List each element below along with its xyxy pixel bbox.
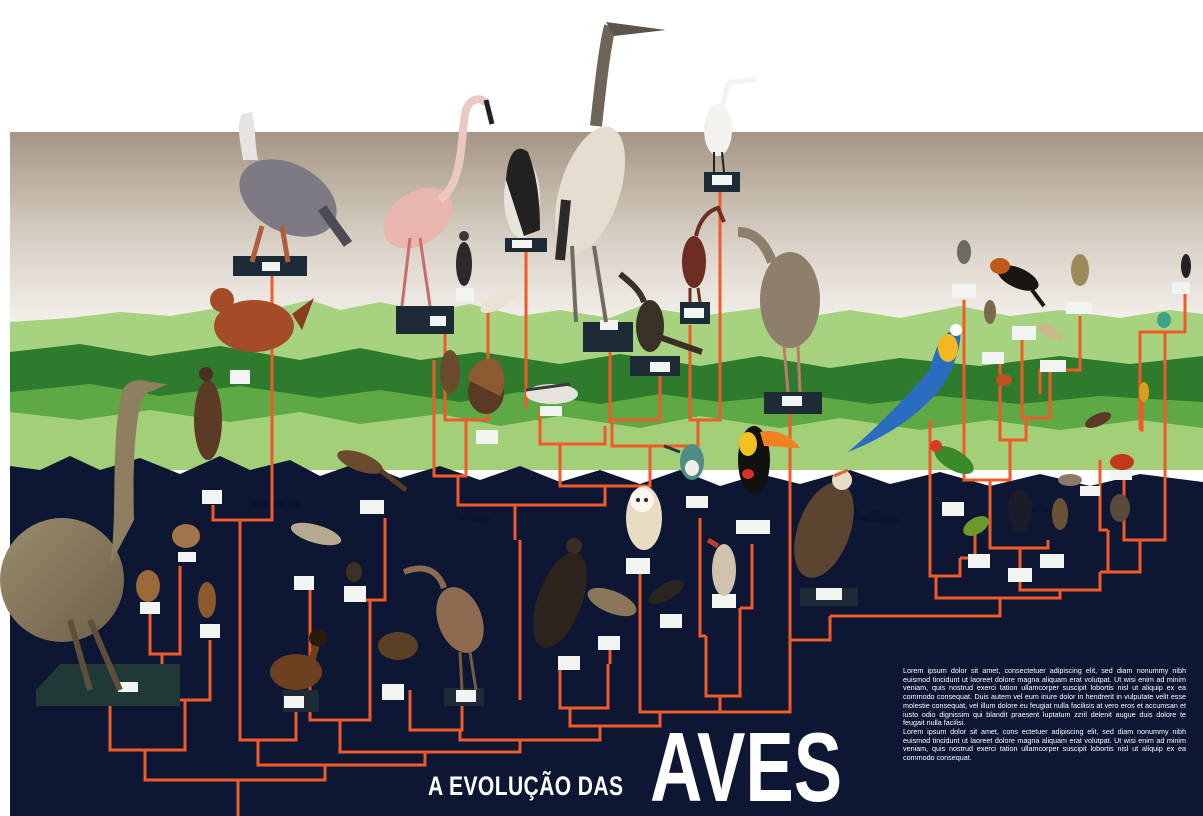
label-bird-13: [1080, 486, 1100, 496]
label-bird-10: [968, 554, 990, 568]
label-bird-5: [344, 586, 366, 602]
description-paragraph-2: Lorem ipsum dolor sit amet, cons ectetue…: [903, 728, 1186, 763]
label-tinamou-3: [200, 624, 220, 638]
label-song-3: [1012, 326, 1036, 340]
description-paragraph-1: Lorem ipsum dolor sit amet, consectetuer…: [903, 667, 1186, 728]
label-heron: [782, 396, 802, 406]
label-cormorant: [650, 362, 670, 372]
label-chicken: [230, 370, 250, 384]
label-song-5: [1066, 302, 1092, 314]
label-egret: [712, 175, 732, 185]
label-nightjar: [294, 576, 314, 590]
label-bird-14: [1110, 470, 1132, 480]
label-kingfisher: [686, 496, 708, 508]
label-guan: [202, 490, 222, 504]
label-limpkin: [456, 690, 476, 702]
title-main: AVES: [650, 718, 842, 816]
label-grebe: [456, 288, 474, 302]
label-song-4: [1040, 360, 1066, 372]
label-song-2: [982, 352, 1004, 364]
label-penguin: [512, 240, 532, 248]
label-tinamou-2: [178, 552, 196, 562]
label-woodpecker: [712, 594, 736, 608]
owl-icon: [626, 486, 662, 550]
plinth-rhea: [36, 664, 180, 706]
label-macaw: [942, 502, 964, 516]
label-hawk: [598, 636, 620, 650]
label-caracara: [816, 588, 842, 600]
label-bird-11: [1008, 568, 1032, 582]
label-bird-8: [660, 614, 682, 628]
label-ibis: [684, 308, 704, 318]
label-duck: [284, 696, 304, 708]
label-gull: [540, 406, 562, 416]
title-prefix-wrap: A EVOLUÇÃO DAS: [428, 726, 679, 806]
label-song-1: [952, 284, 976, 298]
label-tinamou-1: [140, 602, 160, 614]
label-vulture: [558, 656, 580, 670]
label-cuckoo: [360, 500, 384, 514]
label-stork: [600, 320, 618, 330]
title-prefix: A EVOLUÇÃO DAS: [428, 771, 623, 802]
label-owl: [626, 558, 650, 574]
label-sunbittern: [476, 430, 498, 444]
description-text: Lorem ipsum dolor sit amet, consectetuer…: [903, 667, 1186, 763]
label-toucan: [736, 520, 770, 534]
label-bird-7: [382, 684, 404, 700]
label-flamingo: [430, 316, 446, 326]
label-bird-12: [1040, 554, 1064, 568]
label-screamer: [262, 262, 280, 271]
label-song-6: [1172, 282, 1190, 294]
